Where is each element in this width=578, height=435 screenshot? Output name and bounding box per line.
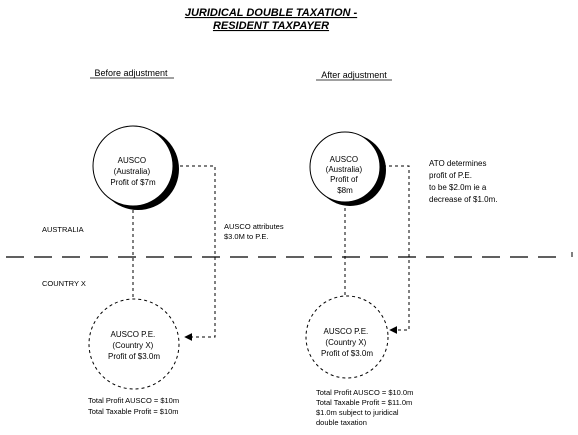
ausco-right-line-2: (Australia) — [326, 165, 363, 174]
ato-note-line-2: profit of P.E. — [429, 171, 472, 180]
ausco-left-line-2: (Australia) — [114, 167, 151, 176]
attribution-arrow-left — [174, 165, 216, 341]
attribution-note-line-1: AUSCO attributes — [224, 222, 284, 231]
pe-left-text: AUSCO P.E. (Country X) Profit of $3.0m — [108, 330, 160, 361]
ausco-left-line-1: AUSCO — [118, 156, 146, 165]
pe-right-line-1: AUSCO P.E. — [324, 327, 369, 336]
pe-left-line-3: Profit of $3.0m — [108, 352, 160, 361]
ausco-right-line-3: Profit of — [330, 175, 358, 184]
title-line-2: RESIDENT TAXPAYER — [213, 20, 329, 32]
pe-circle-right — [305, 295, 389, 379]
totals-left-line-1: Total Profit AUSCO = $10m — [88, 396, 179, 405]
pe-right-line-3: Profit of $3.0m — [321, 349, 373, 358]
ausco-circle-left — [92, 125, 174, 207]
totals-right-line-4: double taxation — [316, 418, 367, 427]
totals-left-line-2: Total Taxable Profit = $10m — [88, 407, 179, 416]
ausco-left-line-3: Profit of $7m — [110, 178, 156, 187]
pe-right-text: AUSCO P.E. (Country X) Profit of $3.0m — [321, 327, 373, 358]
ausco-right-line-1: AUSCO — [330, 155, 358, 164]
pe-left-line-1: AUSCO P.E. — [111, 330, 156, 339]
attribution-arrow-right — [383, 165, 410, 334]
after-adjustment-heading: After adjustment — [321, 70, 387, 80]
pe-circle-left — [88, 298, 180, 390]
totals-left: Total Profit AUSCO = $10m Total Taxable … — [88, 396, 181, 416]
totals-right-line-3: $1.0m subject to juridical — [316, 408, 399, 417]
totals-right: Total Profit AUSCO = $10.0m Total Taxabl… — [316, 388, 415, 427]
ausco-right-text: AUSCO (Australia) Profit of $8m — [326, 155, 365, 195]
attribution-note-left: AUSCO attributes $3.0M to P.E. — [224, 222, 286, 241]
ato-note: ATO determines profit of P.E. to be $2.0… — [429, 159, 497, 204]
ato-note-line-1: ATO determines — [429, 159, 487, 168]
ato-note-line-3: to be $2.0m ie a — [429, 183, 487, 192]
region-label-australia: AUSTRALIA — [42, 225, 84, 234]
attribution-note-line-2: $3.0M to P.E. — [224, 232, 268, 241]
region-label-country-x: COUNTRY X — [42, 279, 86, 288]
pe-right-line-2: (Country X) — [325, 338, 366, 347]
ato-note-line-4: decrease of $1.0m. — [429, 195, 497, 204]
ausco-right-line-4: $8m — [337, 186, 353, 195]
title-line-1: JURIDICAL DOUBLE TAXATION - — [185, 7, 358, 19]
ausco-left-text: AUSCO (Australia) Profit of $7m — [110, 156, 156, 187]
totals-right-line-1: Total Profit AUSCO = $10.0m — [316, 388, 413, 397]
pe-left-line-2: (Country X) — [112, 341, 153, 350]
before-adjustment-heading: Before adjustment — [94, 68, 168, 78]
totals-right-line-2: Total Taxable Profit = $11.0m — [316, 398, 412, 407]
